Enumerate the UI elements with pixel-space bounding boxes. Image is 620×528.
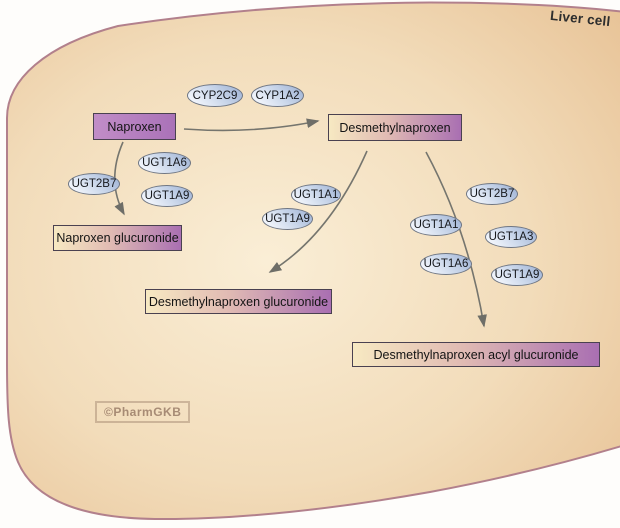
- enzyme-cyp2c9[interactable]: CYP2C9: [187, 84, 243, 107]
- arrow-naproxen-to-desmethylnaproxen: [183, 118, 320, 132]
- node-desmethylnaproxen-glucuronide[interactable]: Desmethylnaproxen glucuronide: [145, 289, 332, 314]
- enzyme-ugt1a6[interactable]: UGT1A6: [138, 152, 191, 174]
- arrow-desmethylnaproxen-to-acyl-glucuronide: [425, 151, 487, 328]
- enzyme-ugt1a9[interactable]: UGT1A9: [262, 208, 313, 230]
- enzyme-ugt1a6[interactable]: UGT1A6: [420, 253, 472, 275]
- liver-cell-membrane: [6, 1, 620, 521]
- enzyme-ugt1a1[interactable]: UGT1A1: [410, 214, 462, 236]
- node-naproxen[interactable]: Naproxen: [93, 113, 176, 140]
- enzyme-ugt1a9[interactable]: UGT1A9: [491, 264, 543, 286]
- enzyme-ugt2b7[interactable]: UGT2B7: [68, 173, 120, 195]
- node-desmethylnaproxen[interactable]: Desmethylnaproxen: [328, 114, 462, 141]
- enzyme-cyp1a2[interactable]: CYP1A2: [251, 84, 304, 107]
- enzyme-ugt1a9[interactable]: UGT1A9: [141, 185, 193, 207]
- node-naproxen-glucuronide[interactable]: Naproxen glucuronide: [53, 225, 182, 251]
- arrow-desmethylnaproxen-to-glucuronide: [268, 150, 368, 273]
- enzyme-ugt1a1[interactable]: UGT1A1: [291, 184, 341, 206]
- enzyme-ugt1a3[interactable]: UGT1A3: [485, 226, 537, 248]
- node-desmethylnaproxen-acyl-glucuronide[interactable]: Desmethylnaproxen acyl glucuronide: [352, 342, 600, 367]
- pharmgkb-watermark: ©PharmGKB: [95, 401, 191, 423]
- enzyme-ugt2b7[interactable]: UGT2B7: [466, 183, 518, 205]
